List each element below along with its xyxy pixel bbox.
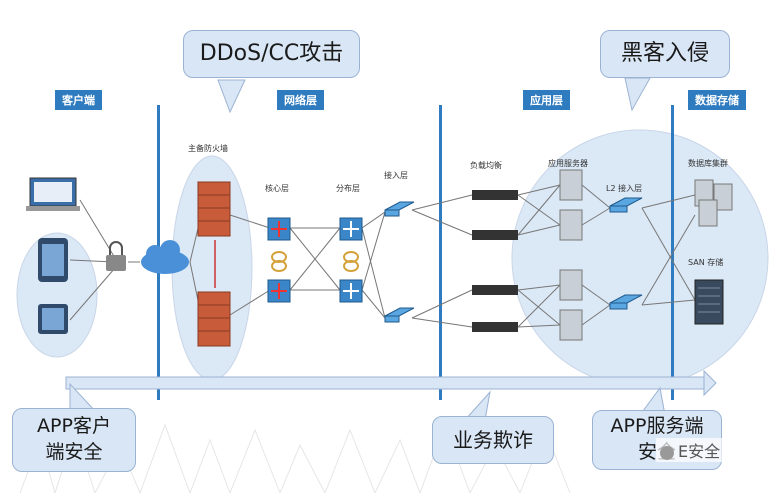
distribution-link-icon: [343, 251, 359, 272]
core-switch-icon-bottom: [267, 279, 291, 303]
ddos-callout-tail: [217, 79, 246, 114]
app-server-icon-1: [559, 169, 583, 201]
distribution-switch-icon-bottom: [339, 279, 363, 303]
label-app-server: 应用服务器: [548, 159, 588, 168]
laptop-icon: [26, 177, 80, 211]
label-san-storage: SAN 存储: [688, 258, 724, 267]
core-link-icon: [271, 251, 287, 272]
divider-network-app: [439, 105, 442, 400]
load-balancer-icon-3: [472, 285, 518, 295]
load-balancer-icon-1: [472, 190, 518, 200]
callout-app-client-security: APP客户 端安全: [12, 408, 136, 472]
firewall-icon-top: [197, 181, 231, 237]
cloud-icon: [141, 240, 189, 274]
core-switch-icon-top: [267, 217, 291, 241]
phone-icon: [38, 304, 68, 334]
load-balancer-icon-4: [472, 322, 518, 332]
watermark-text: E安全: [678, 442, 721, 461]
firewall-icon-bottom: [197, 291, 231, 347]
access-switch-icon-top: [384, 201, 415, 217]
label-access-layer: 接入层: [384, 171, 408, 180]
flow-arrow: [65, 369, 717, 397]
app-server-icon-4: [559, 309, 583, 341]
hacker-callout-tail: [624, 77, 651, 112]
zone-storage: 数据存储: [688, 90, 746, 110]
label-core-layer: 核心层: [265, 184, 289, 193]
client-devices-ellipse: [16, 232, 98, 358]
connection-lines: [69, 184, 696, 328]
label-main-firewall: 主备防火墙: [188, 144, 228, 153]
watermark: E安全: [656, 438, 725, 462]
zone-client: 客户端: [55, 90, 102, 110]
db-cluster-icon: [694, 179, 733, 227]
load-balancer-icon-2: [472, 230, 518, 240]
callout-business-fraud: 业务欺诈: [432, 416, 554, 464]
distribution-switch-icon-top: [339, 217, 363, 241]
zone-network: 网络层: [277, 90, 324, 110]
callout-hacker: 黑客入侵: [600, 30, 730, 78]
app-server-icon-3: [559, 269, 583, 301]
lock-icon: [106, 241, 126, 271]
label-distribution-layer: 分布层: [336, 184, 360, 193]
access-switch-icon-bottom: [384, 307, 415, 323]
label-load-balancer: 负载均衡: [470, 161, 502, 170]
san-storage-icon: [694, 279, 724, 325]
watermark-logo-icon: [660, 445, 674, 460]
l2-switch-icon-bottom: [609, 294, 643, 310]
callout-ddos: DDoS/CC攻击: [183, 30, 360, 78]
label-l2-access: L2 接入层: [606, 184, 643, 193]
tablet-icon: [38, 238, 68, 282]
app-server-icon-2: [559, 209, 583, 241]
l2-switch-icon-top: [609, 197, 643, 213]
label-db-cluster: 数据库集群: [688, 159, 728, 168]
zone-application: 应用层: [523, 90, 570, 110]
